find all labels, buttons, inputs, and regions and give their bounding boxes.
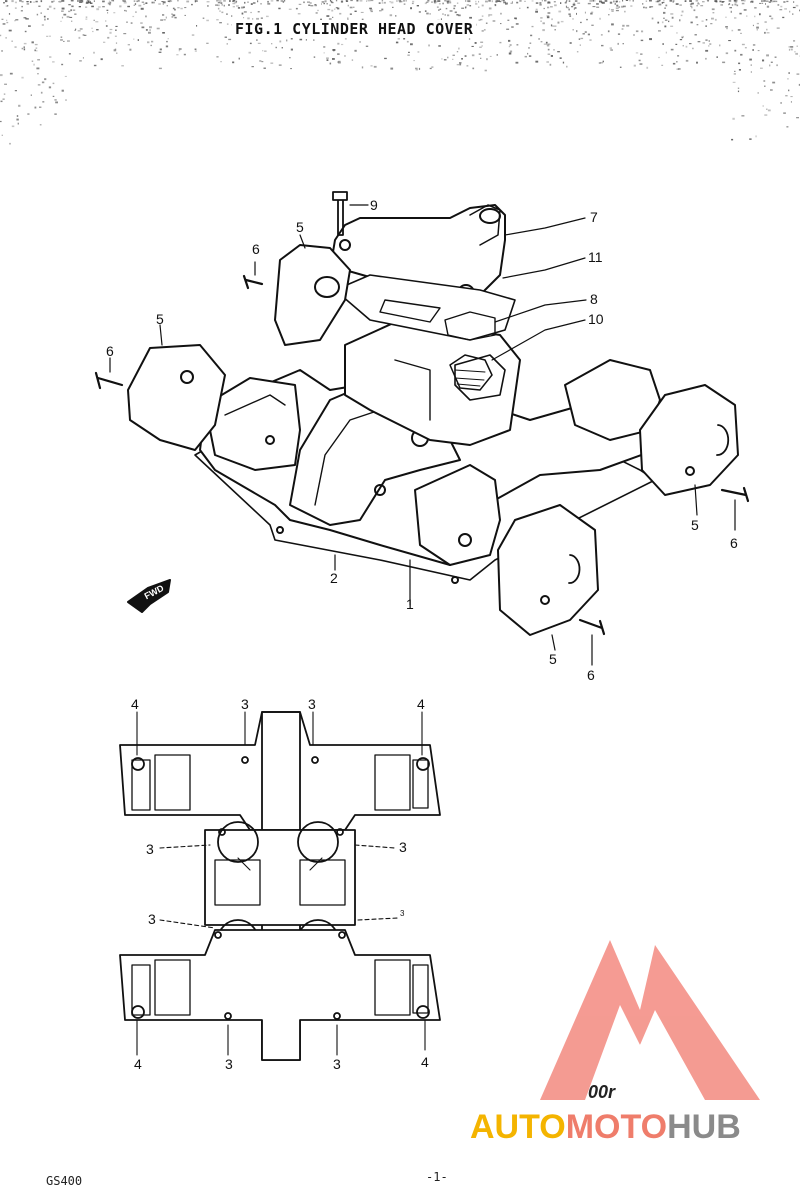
callout-6-left: 6 [106,343,114,359]
watermark-text: AUTOMOTOHUB [470,1108,741,1147]
screw-6-b [94,371,124,390]
end-cap-5-upper [274,244,351,346]
end-cap-5-right [639,384,739,496]
callout-7: 7 [590,209,598,225]
callout-4-bl: 4 [134,1056,142,1072]
screw-6-a [242,274,264,290]
end-cap-5-front [497,504,599,636]
screw-6-c [720,486,750,503]
callout-6-front: 6 [587,667,595,683]
callout-3-ll: 3 [148,911,156,927]
watermark-part-auto: AUTO [470,1108,566,1146]
figure-title: FIG.1 CYLINDER HEAD COVER [232,20,477,38]
callout-5-right: 5 [691,517,699,533]
gasket-layout [119,711,441,1061]
callout-11: 11 [588,249,603,265]
callout-9: 9 [370,197,378,213]
callout-4-tl: 4 [131,696,139,712]
callout-3-t2: 3 [308,696,316,712]
callout-6-upper: 6 [252,241,260,257]
callout-3-ml: 3 [146,841,154,857]
callout-4-tr: 4 [417,696,425,712]
callout-6-right: 6 [730,535,738,551]
breather-plate [334,274,516,341]
watermark-code: 00r [588,1082,616,1102]
callout-4-br: 4 [421,1054,429,1070]
callout-10: 10 [588,311,604,327]
callout-1: 1 [406,596,414,612]
reed-valve-10 [449,354,493,391]
watermark-part-moto: MOTO [565,1108,668,1146]
front-right-housing [414,464,501,566]
callout-3-lr: 3 [400,909,405,918]
footer-page-number: -1- [426,1170,448,1184]
callout-8: 8 [590,291,598,307]
callout-5-left: 5 [156,311,164,327]
bolt-9 [332,191,348,236]
left-cam-housing [204,377,301,471]
callout-3-t1: 3 [241,696,249,712]
callout-5-upper: 5 [296,219,304,235]
callout-3-b1: 3 [225,1056,233,1072]
screw-6-d [578,618,606,636]
footer-model: GS400 [46,1174,83,1188]
watermark-logo [540,940,760,1100]
end-cap-5-left [127,344,226,451]
callout-2: 2 [330,570,338,586]
callout-3-mr: 3 [399,839,407,855]
callout-5-front: 5 [549,651,557,667]
callout-3-b2: 3 [333,1056,341,1072]
watermark-part-hub: HUB [667,1108,741,1146]
fwd-arrow [127,579,171,613]
